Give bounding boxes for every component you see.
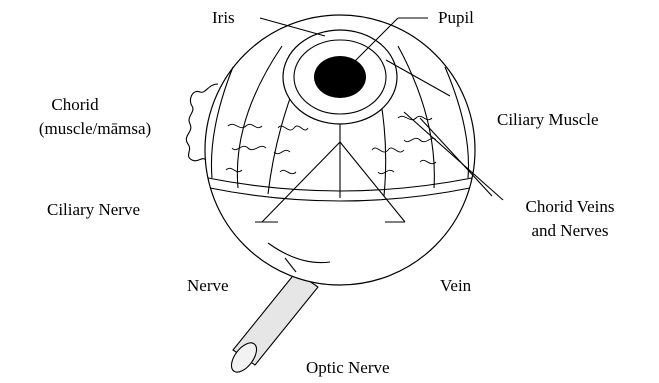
label-iris: Iris bbox=[212, 8, 235, 27]
label-chorid-veins: Chorid Veins bbox=[526, 197, 615, 216]
iris-pupil-group bbox=[283, 30, 397, 124]
label-ciliary-nerve: Ciliary Nerve bbox=[47, 200, 140, 219]
pupil-shape bbox=[314, 56, 366, 98]
label-pupil: Pupil bbox=[438, 8, 474, 27]
label-optic-nerve: Optic Nerve bbox=[306, 358, 390, 377]
label-ciliary-muscle: Ciliary Muscle bbox=[497, 110, 599, 129]
label-nerve: Nerve bbox=[187, 276, 229, 295]
label-vein: Vein bbox=[440, 276, 472, 295]
label-chorid: Chorid bbox=[51, 95, 99, 114]
optic-nerve-shape bbox=[227, 272, 318, 376]
label-chorid-sub: (muscle/māmsa) bbox=[39, 119, 151, 138]
label-chorid-veins-sub: and Nerves bbox=[532, 221, 609, 240]
